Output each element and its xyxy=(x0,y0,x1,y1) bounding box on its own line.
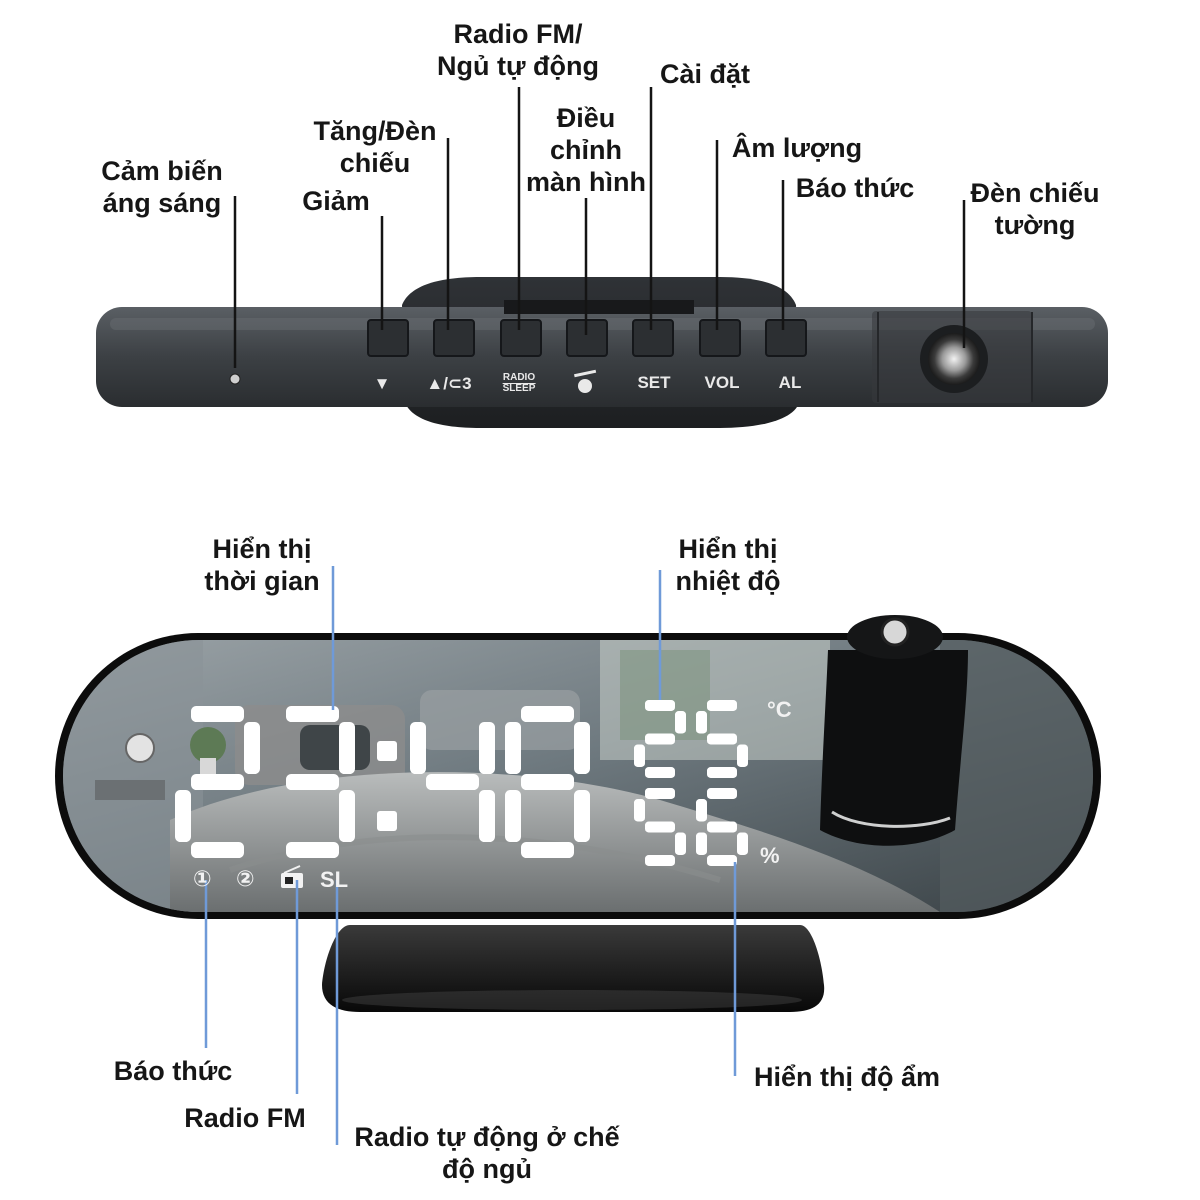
label-volume: Âm lượng xyxy=(732,132,862,164)
label-humidity-display: Hiển thị độ ẩm xyxy=(754,1061,940,1093)
vol-button-label: VOL xyxy=(705,373,740,393)
label-alarm-button: Báo thức xyxy=(796,172,915,204)
time-digit-3-segment-c xyxy=(479,790,495,842)
time-digit-3-segment-b xyxy=(479,722,495,774)
top-view-device xyxy=(96,277,1108,428)
label-increase-projector: Tăng/Đèn chiếu xyxy=(313,115,436,179)
temperature-digit-2-segment-g xyxy=(707,734,737,745)
label-radio-fm: Radio FM xyxy=(184,1102,306,1134)
humidity-unit: % xyxy=(760,843,780,869)
time-digit-4-segment-d xyxy=(521,842,574,858)
time-digit-4-segment-f xyxy=(505,722,521,774)
down-button-label: ▼ xyxy=(374,374,391,394)
temperature-digit-1-segment-g xyxy=(645,734,675,745)
label-wall-projector: Đèn chiếu tường xyxy=(970,177,1099,241)
temperature-digit-2-segment-a xyxy=(707,700,737,711)
time-digit-4-segment-e xyxy=(505,790,521,842)
humidity-digit-2-segment-c xyxy=(737,833,748,856)
alarm1-indicator: ① xyxy=(193,866,212,892)
time-digit-4-segment-a xyxy=(521,706,574,722)
temperature-unit: °C xyxy=(767,697,792,723)
time-digit-1-segment-a xyxy=(191,706,244,722)
alarm2-indicator: ② xyxy=(236,866,255,892)
label-temperature-display: Hiển thị nhiệt độ xyxy=(676,533,781,597)
time-digit-2-segment-d xyxy=(286,842,339,858)
humidity-digit-2-segment-f xyxy=(696,799,707,822)
time-digit-3-segment-g xyxy=(426,774,479,790)
time-digit-4-segment-c xyxy=(574,790,590,842)
humidity-digit-1-segment-d xyxy=(645,855,675,866)
label-time-display: Hiển thị thời gian xyxy=(204,533,319,597)
time-digit-2-segment-b xyxy=(339,722,355,774)
time-digit-4-segment-b xyxy=(574,722,590,774)
temperature-digit-1-segment-a xyxy=(645,700,675,711)
humidity-digit-2-segment-d xyxy=(707,855,737,866)
radio-sleep-button-label: RADIO SLEEP xyxy=(503,373,536,394)
time-digit-2-segment-c xyxy=(339,790,355,842)
set-button-label: SET xyxy=(637,373,670,393)
time-digit-3-segment-f xyxy=(410,722,426,774)
humidity-digit-2-segment-g xyxy=(707,822,737,833)
temperature-digit-2-segment-c xyxy=(737,745,748,768)
temperature-digit-2-segment-d xyxy=(707,767,737,778)
humidity-digit-2-segment-e xyxy=(696,833,707,856)
label-decrease: Giảm xyxy=(302,185,370,217)
label-radio-sleep: Radio FM/ Ngủ tự động xyxy=(437,18,599,82)
label-alarm: Báo thức xyxy=(114,1055,233,1087)
temperature-digit-2-segment-f xyxy=(696,711,707,734)
label-settings: Cài đặt xyxy=(660,58,750,90)
humidity-digit-2-segment-a xyxy=(707,788,737,799)
sleep-indicator: SL xyxy=(320,867,348,893)
up-button-label: ▲/⊂3 xyxy=(426,374,471,394)
temperature-digit-1-segment-b xyxy=(675,711,686,734)
label-radio-sleep-mode: Radio tự động ở chế độ ngủ xyxy=(354,1121,619,1185)
humidity-digit-1-segment-a xyxy=(645,788,675,799)
label-light-sensor: Cảm biến áng sáng xyxy=(101,155,223,219)
time-digit-1-segment-g xyxy=(191,774,244,790)
label-screen-adjust: Điều chỉnh màn hình xyxy=(526,102,646,198)
humidity-digit-1-segment-c xyxy=(675,833,686,856)
time-digit-2-segment-a xyxy=(286,706,339,722)
temperature-digit-1-segment-e xyxy=(634,745,645,768)
temperature-digit-1-segment-d xyxy=(645,767,675,778)
time-digit-2-segment-g xyxy=(286,774,339,790)
time-digit-1-segment-e xyxy=(175,790,191,842)
al-button-label: AL xyxy=(779,373,802,393)
humidity-digit-1-segment-g xyxy=(645,822,675,833)
time-digit-1-segment-b xyxy=(244,722,260,774)
time-digit-1-segment-d xyxy=(191,842,244,858)
time-digit-4-segment-g xyxy=(521,774,574,790)
humidity-digit-1-segment-f xyxy=(634,799,645,822)
